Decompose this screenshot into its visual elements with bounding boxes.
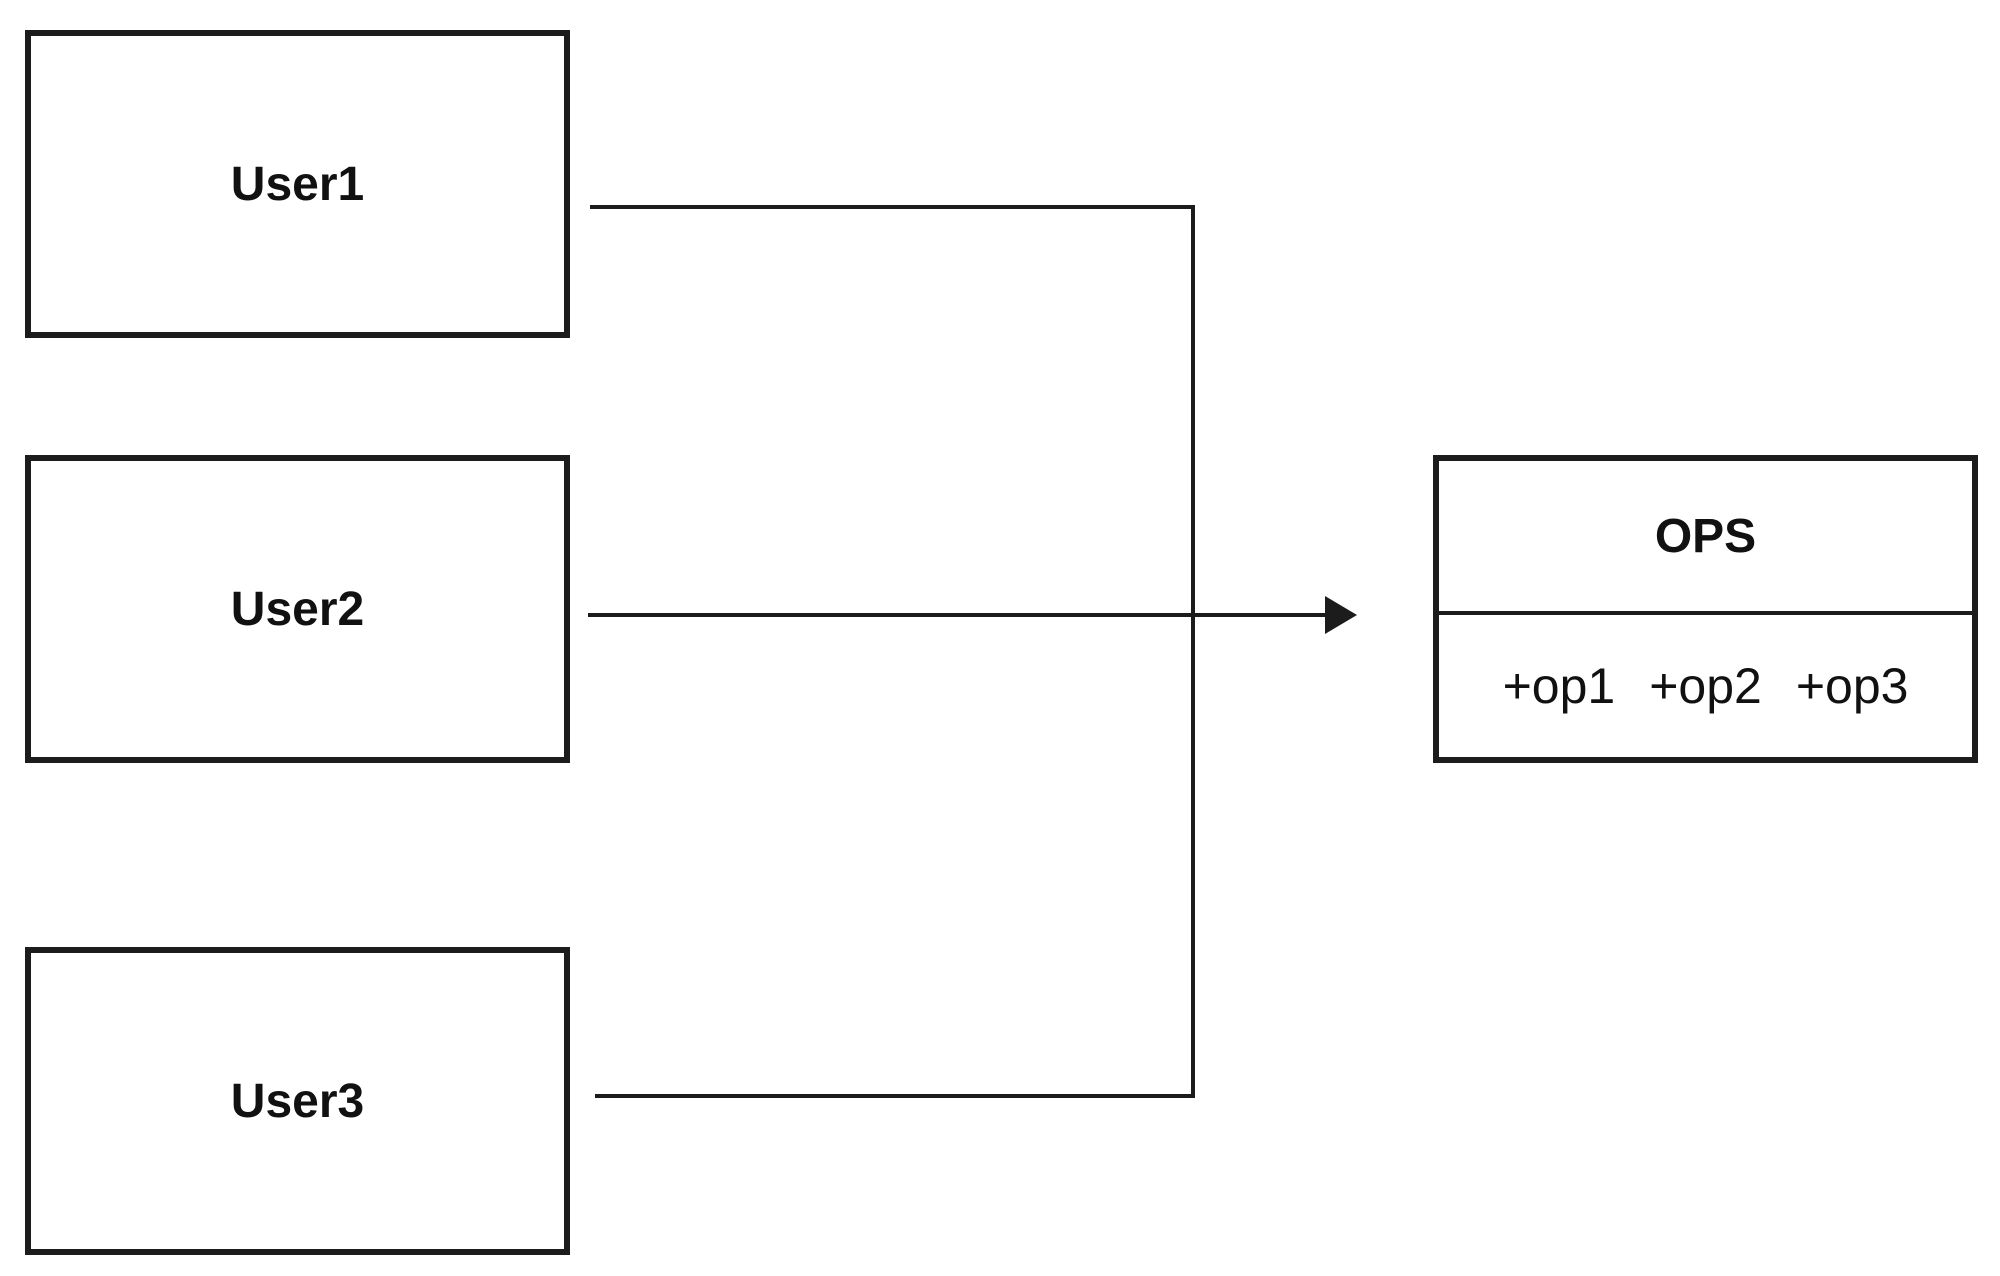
connector-user3: [595, 615, 1195, 1098]
op-item-1: +op1: [1502, 658, 1616, 714]
ops-title: OPS: [1654, 509, 1757, 563]
op-item-3: +op3: [1795, 658, 1909, 714]
user1-box[interactable]: User1: [25, 30, 570, 338]
user2-box[interactable]: User2: [25, 455, 570, 763]
user3-box[interactable]: User3: [25, 947, 570, 1255]
op-item-2: +op2: [1649, 658, 1762, 714]
arrowhead-icon: [1325, 596, 1357, 634]
user2-label: User2: [230, 582, 365, 636]
ops-operations: +op1 +op2 +op3: [1439, 615, 1972, 757]
ops-header: OPS: [1439, 461, 1972, 615]
user3-label: User3: [230, 1074, 365, 1128]
ops-class-box[interactable]: OPS +op1 +op2 +op3: [1433, 455, 1978, 763]
connector-user1: [590, 205, 1195, 615]
user1-label: User1: [230, 157, 365, 211]
